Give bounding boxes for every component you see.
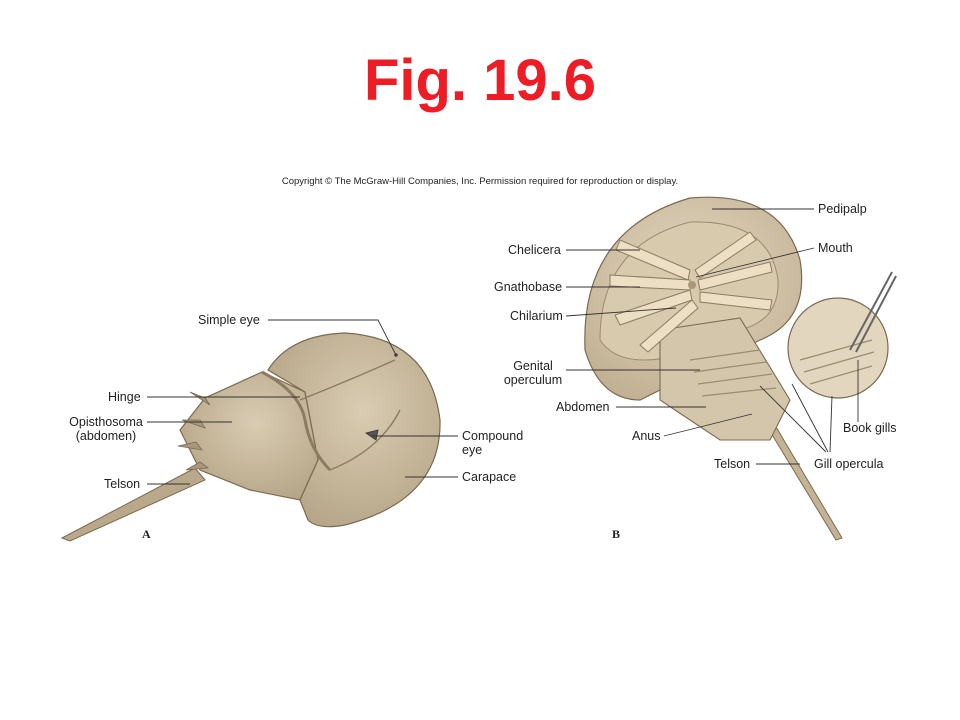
leader-lines [147,208,859,485]
label-genital-operculum-line2: operculum [503,373,563,388]
ventral-view-drawing [584,196,897,541]
label-carapace: Carapace [462,470,517,484]
label-book-gills: Book gills [843,421,897,435]
label-genital-operculum: Genital operculum [498,359,568,388]
dorsal-view-drawing [60,332,441,542]
copyright-notice: Copyright © The McGraw-Hill Companies, I… [281,176,679,187]
label-opisthosoma-line1: Opisthosoma [69,415,143,429]
label-compound-eye-line2: eye [462,443,483,458]
label-pedipalp: Pedipalp [818,202,867,216]
label-telson-a: Telson [104,477,141,491]
page-title: Fig. 19.6 [363,48,597,113]
label-opisthosoma: Opisthosoma (abdomen) [64,415,148,444]
panel-letter-a: A [142,527,151,541]
label-gill-opercula: Gill opercula [814,457,884,471]
label-anus: Anus [632,429,661,443]
label-telson-b: Telson [714,457,751,471]
label-chelicera: Chelicera [508,243,561,257]
label-chilarium: Chilarium [510,309,563,323]
label-abdomen: Abdomen [556,400,610,414]
label-compound-eye: Compound eye [462,429,523,458]
label-genital-operculum-line1: Genital [513,359,553,373]
label-gnathobase: Gnathobase [494,280,563,294]
label-mouth: Mouth [818,241,853,255]
label-opisthosoma-line2: (abdomen) [75,429,137,444]
label-hinge: Hinge [108,390,141,404]
label-simple-eye: Simple eye [198,313,260,327]
label-compound-eye-line1: Compound [462,429,524,443]
panel-letter-b: B [612,527,621,541]
